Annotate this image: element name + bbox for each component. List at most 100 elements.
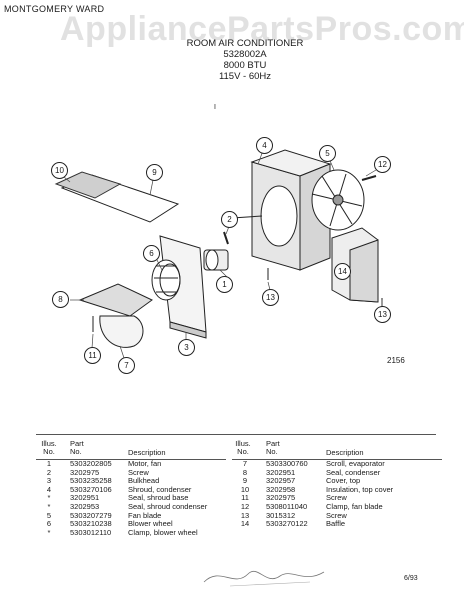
part-number: 5308011040 [266, 501, 308, 511]
parts-header-left: Illus. No. Part No. Description [36, 435, 226, 460]
callout-number: 13 [374, 306, 391, 323]
part-number: 5303235258 [70, 476, 112, 486]
watermark: AppliancePartsPros.com [60, 10, 464, 48]
power-rating: 115V - 60Hz [218, 71, 272, 82]
parts-row: 2 3202975 Screw [36, 467, 226, 478]
part-description: Seal, shroud base [128, 493, 189, 503]
part-description: Fan blade [128, 510, 162, 520]
parts-column-left: Illus. No. Part No. Description 1 5303202… [36, 435, 226, 537]
illus-number: 6 [46, 519, 52, 529]
center-tick: I [214, 104, 216, 111]
top-cover-part [54, 171, 180, 223]
parts-column-right: Illus. No. Part No. Description 7 5303300… [232, 435, 442, 529]
part-description: Blower wheel [128, 519, 173, 529]
illus-number: 9 [242, 476, 248, 486]
screw-part [223, 231, 229, 245]
part-number: 3202953 [70, 501, 100, 511]
figure-number: 2156 [387, 356, 405, 365]
callout-number: 12 [374, 156, 391, 173]
part-description: Motor, fan [128, 459, 162, 468]
part-description: Scroll, evaporator [326, 459, 385, 468]
illus-number: 12 [240, 501, 250, 511]
parts-row: 7 5303300760 Scroll, evaporator [232, 459, 442, 469]
part-description: Screw [326, 510, 347, 520]
blower-wheel-part [151, 259, 181, 301]
baffle-part [331, 227, 383, 310]
illus-number: 7 [242, 459, 248, 468]
part-number: 5303270122 [266, 519, 308, 529]
callout-number: 8 [52, 291, 69, 308]
callout-number: 5 [319, 145, 336, 162]
part-description: Seal, shroud condenser [128, 501, 208, 511]
parts-row: 12 5308011040 Clamp, fan blade [232, 501, 442, 512]
callout-number: 4 [256, 137, 273, 154]
parts-row: * 5303012110 Clamp, blower wheel [36, 527, 226, 538]
part-description: Screw [326, 493, 347, 503]
parts-row: 14 5303270122 Baffle [232, 520, 442, 529]
part-number: 3202958 [266, 484, 296, 494]
parts-row: 4 5303270106 Shroud, condenser [36, 484, 226, 495]
illus-number: 8 [242, 467, 248, 477]
part-number: 3202951 [70, 493, 100, 503]
part-description: Seal, condenser [326, 467, 381, 477]
illus-number: * [47, 493, 51, 503]
clamp-part [361, 175, 377, 181]
part-number: 5303207279 [70, 510, 112, 520]
bulkhead-part [159, 235, 207, 339]
callout-number: 3 [178, 339, 195, 356]
part-description: Clamp, blower wheel [128, 527, 198, 537]
parts-header-right: Illus. No. Part No. Description [232, 435, 442, 460]
header-part: Part No. [266, 439, 280, 456]
parts-row: * 3202953 Seal, shroud condenser [36, 501, 226, 512]
illus-number: * [47, 501, 51, 511]
part-number: 3202975 [70, 467, 100, 477]
evaporator-scroll-part [78, 283, 153, 348]
model-number: 5328002A [223, 49, 267, 60]
fan-motor-part [203, 249, 229, 271]
callout-number: 11 [84, 347, 101, 364]
exploded-parts-diagram [54, 147, 383, 359]
header-part: Part No. [70, 439, 84, 456]
doc-title: ROOM AIR CONDITIONER [186, 38, 304, 49]
part-number: 3202951 [266, 467, 296, 477]
illus-number: 13 [240, 510, 250, 520]
callout-number: 14 [334, 263, 351, 280]
part-description: Screw [128, 467, 149, 477]
parts-row: 13 3015312 Screw [232, 510, 442, 521]
illus-number: 4 [46, 484, 52, 494]
part-number: 3202957 [266, 476, 296, 486]
illus-number: 1 [46, 459, 52, 468]
illus-number: 14 [240, 519, 250, 529]
btu-rating: 8000 BTU [223, 60, 267, 71]
callout-number: 10 [51, 162, 68, 179]
part-description: Baffle [326, 519, 346, 529]
callout-number: 13 [262, 289, 279, 306]
title-block: ROOM AIR CONDITIONER 5328002A 8000 BTU 1… [150, 38, 340, 82]
illus-number: * [47, 527, 51, 537]
part-description: Clamp, fan blade [326, 501, 383, 511]
brand-label: MONTGOMERY WARD [4, 4, 105, 14]
part-number: 5303012110 [70, 527, 112, 537]
header-illus: Illus. No. [41, 439, 57, 456]
parts-row: 1 5303202805 Motor, fan [36, 459, 226, 469]
parts-row: 8 3202951 Seal, condenser [232, 467, 442, 478]
part-number: 5303202805 [70, 459, 112, 468]
callout-number: 6 [143, 245, 160, 262]
part-number: 3015312 [266, 510, 296, 520]
illus-number: 10 [240, 484, 250, 494]
header-description: Description [326, 448, 364, 457]
handwritten-signature [203, 571, 325, 587]
parts-table: Illus. No. Part No. Description 1 5303202… [36, 434, 442, 536]
fan-blade-part [311, 169, 365, 231]
illus-number: 2 [46, 467, 52, 477]
part-number: 5303270106 [70, 484, 112, 494]
callout-number: 2 [221, 211, 238, 228]
revision-date: 6/93 [404, 575, 418, 582]
callout-number: 7 [118, 357, 135, 374]
part-description: Shroud, condenser [128, 484, 192, 494]
part-number: 5303300760 [266, 459, 308, 468]
